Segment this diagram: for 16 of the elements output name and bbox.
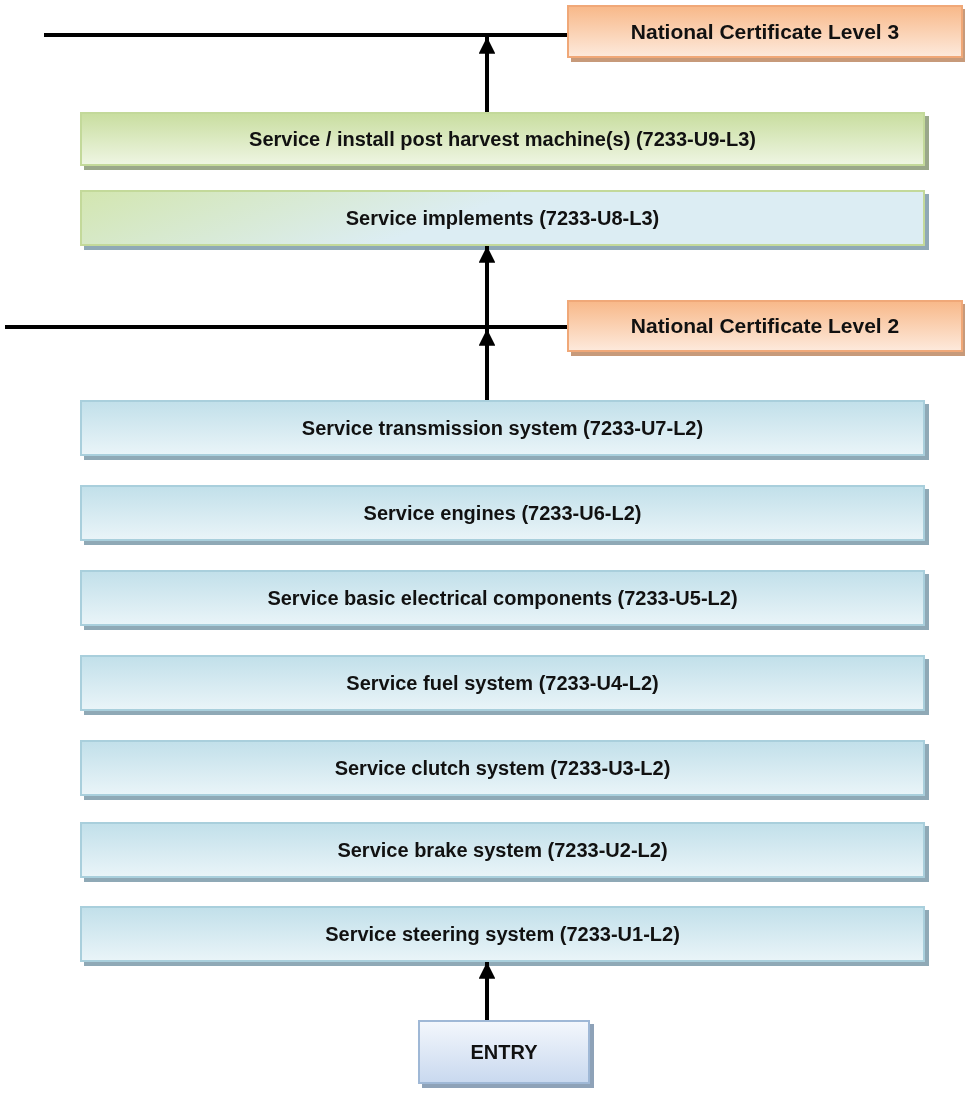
box-label: Service fuel system (7233-U4-L2) — [345, 671, 660, 695]
arrow — [478, 962, 496, 1020]
box-label: Service basic electrical components (7233-U5-L2) — [266, 586, 739, 610]
box-label: Service implements (7233-U8-L3) — [344, 206, 661, 230]
box-label: National Certificate Level 3 — [629, 19, 901, 44]
arrow — [478, 37, 496, 112]
arrow — [478, 246, 496, 325]
box-label: Service transmission system (7233-U7-L2) — [300, 416, 705, 440]
box-label: Service clutch system (7233-U3-L2) — [333, 756, 672, 780]
box-label: National Certificate Level 2 — [629, 314, 901, 338]
box-label: Service steering system (7233-U1-L2) — [324, 922, 681, 946]
box-label: Service brake system (7233-U2-L2) — [336, 838, 669, 862]
box-label: Service engines (7233-U6-L2) — [362, 501, 643, 525]
arrow — [478, 329, 496, 400]
box-label: ENTRY — [469, 1040, 539, 1064]
box-label: Service / install post harvest machine(s) (7233-U9-L3) — [248, 127, 757, 151]
